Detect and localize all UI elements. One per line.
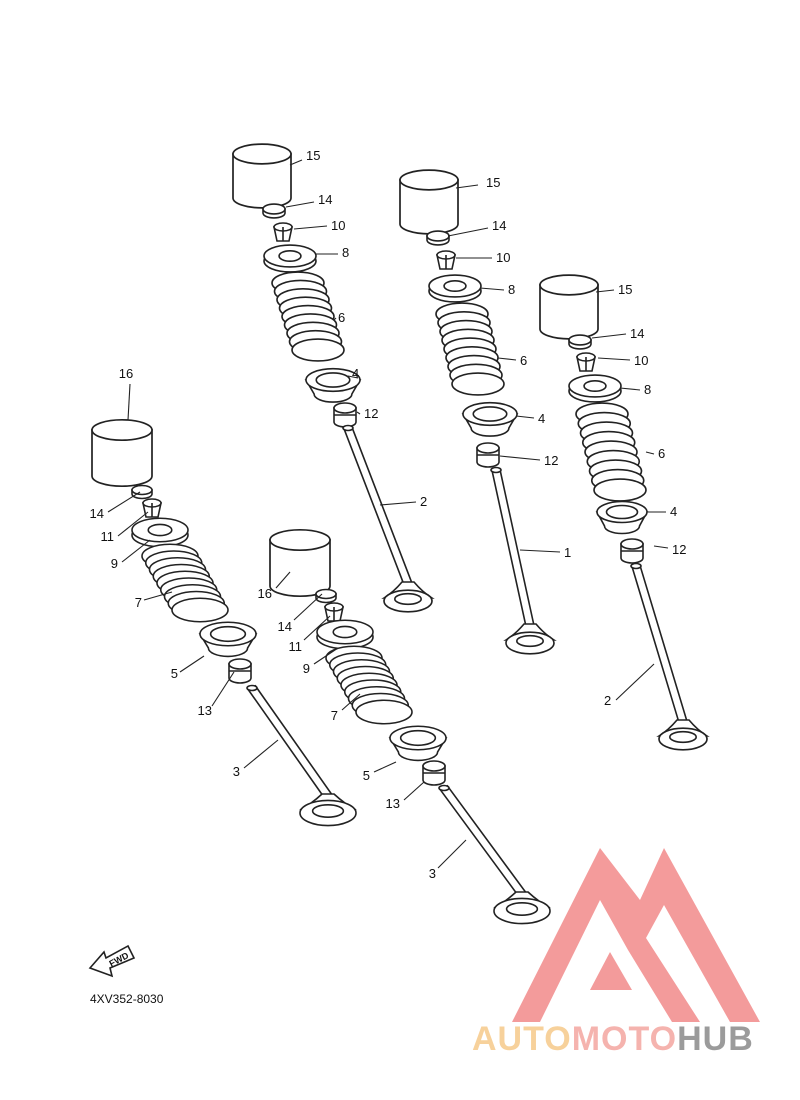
callout-e-16: 16 (258, 586, 272, 601)
callout-c-15: 15 (618, 282, 632, 297)
callout-b-8: 8 (508, 282, 515, 297)
callout-a-6: 6 (338, 310, 345, 325)
watermark-brand: AUTOMOTOHUB (472, 1020, 754, 1058)
drawing-code: 4XV352-8030 (90, 992, 164, 1006)
intake-valve-assembly-b: 16 14 119 7 5 13 3 (258, 528, 551, 925)
callout-e-7: 7 (331, 708, 338, 723)
callout-b-12: 12 (544, 453, 558, 468)
callout-c-10: 10 (634, 353, 648, 368)
callout-d-7: 7 (135, 595, 142, 610)
callout-b-15: 15 (486, 175, 500, 190)
callout-d-5: 5 (171, 666, 178, 681)
callout-b-14: 14 (492, 218, 506, 233)
callout-a-14: 14 (318, 192, 332, 207)
callout-e-5: 5 (363, 768, 370, 783)
callout-c-6: 6 (658, 446, 665, 461)
watermark-part-1: AUTO (472, 1020, 572, 1058)
callout-b-10: 10 (496, 250, 510, 265)
exhaust-valve-assembly-b: 15 14 10 8 6 4 12 1 (399, 169, 571, 655)
callout-e-14: 14 (278, 619, 292, 634)
watermark-logo: AUTOMOTOHUB (472, 848, 760, 1058)
callout-b-4: 4 (538, 411, 545, 426)
callout-a-10: 10 (331, 218, 345, 233)
callout-b-6: 6 (520, 353, 527, 368)
callout-c-4: 4 (670, 504, 677, 519)
callout-e-9: 9 (303, 661, 310, 676)
callout-d-3: 3 (233, 764, 240, 779)
callout-a-15: 15 (306, 148, 320, 163)
callout-c-8: 8 (644, 382, 651, 397)
callout-b-1: 1 (564, 545, 571, 560)
callout-d-14: 14 (90, 506, 104, 521)
callout-e-13: 13 (386, 796, 400, 811)
callout-a-2: 2 (420, 494, 427, 509)
callout-d-13: 13 (198, 703, 212, 718)
watermark-part-2: MOTO (572, 1020, 677, 1058)
callout-a-4: 4 (352, 366, 359, 381)
callout-c-12: 12 (672, 542, 686, 557)
watermark-part-3: HUB (677, 1020, 754, 1058)
callout-c-2: 2 (604, 693, 611, 708)
callout-a-8: 8 (342, 245, 349, 260)
exhaust-valve-assembly-a: 15 14 10 8 6 4 12 2 (232, 143, 435, 613)
callout-d-9: 9 (111, 556, 118, 571)
callout-a-12: 12 (364, 406, 378, 421)
callout-d-11: 11 (101, 529, 115, 544)
callout-e-3: 3 (429, 866, 436, 881)
callout-d-16: 16 (119, 366, 133, 381)
callout-c-14: 14 (630, 326, 644, 341)
fwd-arrow-icon: FWD (88, 944, 136, 978)
callout-e-11: 11 (289, 639, 303, 654)
